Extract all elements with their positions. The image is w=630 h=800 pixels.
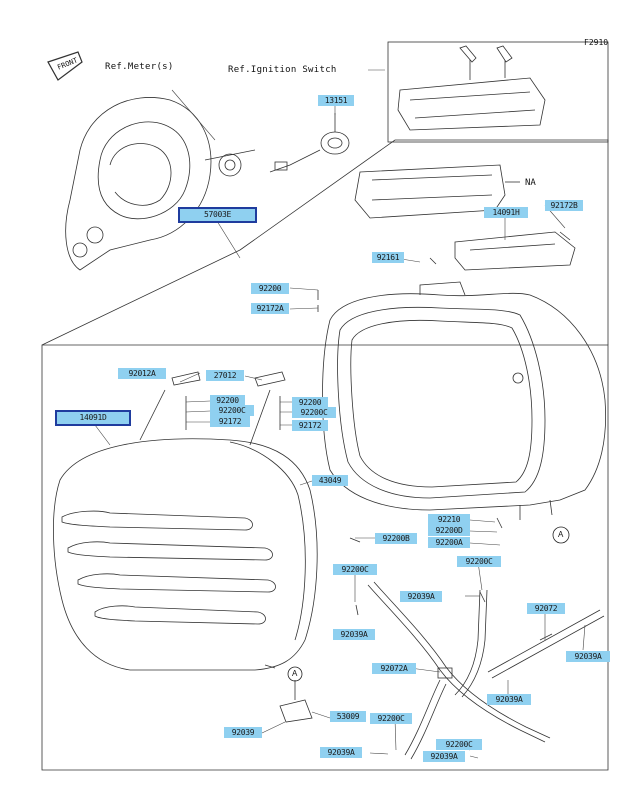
- retaining-strap-drawing: [367, 581, 605, 760]
- part-label-92200C-e[interactable]: 92200C: [370, 713, 412, 724]
- part-label-14091D[interactable]: 14091D: [55, 410, 131, 426]
- part-label-92012A[interactable]: 92012A: [118, 368, 166, 379]
- front-arrow-icon: [47, 51, 83, 81]
- part-label-57003E[interactable]: 57003E: [178, 207, 257, 223]
- part-label-92200-left[interactable]: 92200: [251, 283, 289, 294]
- part-label-92200C-b[interactable]: 92200C: [292, 407, 336, 418]
- part-label-92172B[interactable]: 92172B: [545, 200, 583, 211]
- part-label-92210[interactable]: 92210: [428, 514, 470, 525]
- part-label-13151[interactable]: 13151: [318, 95, 354, 106]
- frame-outline: [41, 344, 609, 771]
- figure-code: F2910: [584, 38, 609, 47]
- part-label-92200D[interactable]: 92200D: [428, 525, 470, 536]
- part-label-92161[interactable]: 92161: [372, 252, 404, 263]
- callout-a-circle: [552, 526, 570, 544]
- ignition-unit-drawing: [397, 45, 546, 131]
- callout-a-circle-2: [287, 666, 303, 682]
- part-label-92200-a[interactable]: 92200: [210, 395, 245, 406]
- part-label-53009[interactable]: 53009: [330, 711, 366, 722]
- leader-lines: [94, 69, 586, 759]
- part-label-92200C-f[interactable]: 92200C: [436, 739, 482, 750]
- part-label-92039A-b[interactable]: 92039A: [333, 629, 375, 640]
- hinge-hardware-drawing: [139, 257, 503, 723]
- part-label-92172-a[interactable]: 92172: [210, 416, 250, 427]
- part-label-92039A-f[interactable]: 92039A: [423, 751, 465, 762]
- ref-ignition-label: Ref.Ignition Switch: [228, 65, 337, 75]
- frame-diagonal: [41, 139, 609, 346]
- part-label-92039A-d[interactable]: 92039A: [487, 694, 531, 705]
- callout-na: NA: [525, 178, 536, 188]
- part-label-92072[interactable]: 92072: [527, 603, 565, 614]
- ignition-switch-drawing: [269, 113, 350, 173]
- callout-a-label-2: A: [292, 669, 298, 678]
- part-label-92039A-c[interactable]: 92039A: [566, 651, 610, 662]
- meter-housing-drawing: [65, 97, 256, 271]
- part-label-14091H[interactable]: 14091H: [484, 207, 528, 218]
- part-label-92200C-d[interactable]: 92200C: [457, 556, 501, 567]
- part-label-92072A[interactable]: 92072A: [372, 663, 416, 674]
- part-label-92200-b[interactable]: 92200: [292, 397, 328, 408]
- part-label-92200B[interactable]: 92200B: [375, 533, 417, 544]
- part-label-92200C-a[interactable]: 92200C: [210, 405, 254, 416]
- part-label-92200A[interactable]: 92200A: [428, 537, 470, 548]
- callout-a-label: A: [558, 530, 564, 539]
- part-label-43049[interactable]: 43049: [312, 475, 348, 486]
- ref-meter-label: Ref.Meter(s): [105, 62, 174, 72]
- part-label-92172-b[interactable]: 92172: [292, 420, 328, 431]
- part-label-92039A-a[interactable]: 92039A: [400, 591, 442, 602]
- part-label-92200C-c[interactable]: 92200C: [333, 564, 377, 575]
- ignition-switch-inset-frame: [387, 41, 609, 143]
- part-label-27012[interactable]: 27012: [206, 370, 244, 381]
- part-label-92039[interactable]: 92039: [224, 727, 262, 738]
- part-label-92172A-left[interactable]: 92172A: [251, 303, 289, 314]
- pannier-case-drawing: [322, 281, 606, 520]
- pannier-lid-drawing: [53, 438, 318, 671]
- part-label-92039A-e[interactable]: 92039A: [320, 747, 362, 758]
